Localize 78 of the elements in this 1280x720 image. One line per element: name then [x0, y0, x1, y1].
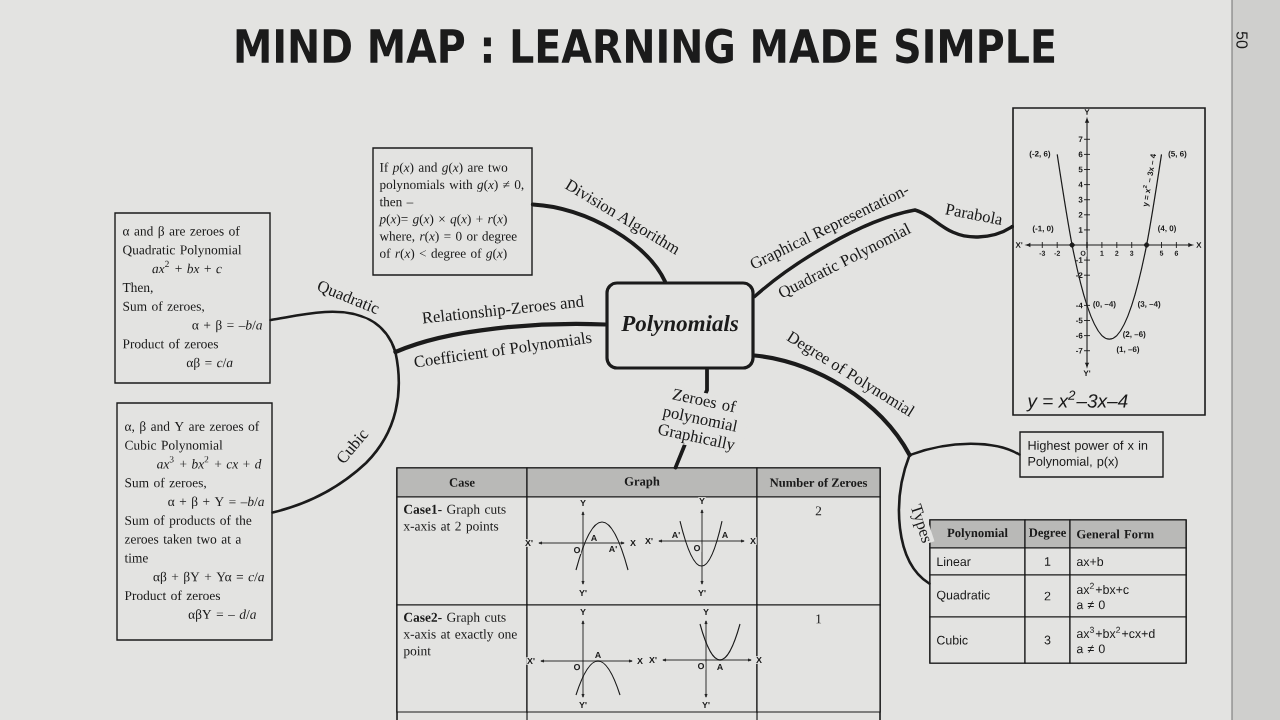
- text: X': [1015, 242, 1023, 248]
- axis-letter: A': [608, 545, 619, 553]
- annotation: (-2, 6): [1029, 150, 1051, 159]
- branch-line: [269, 310, 397, 354]
- text: y = x$^{2}$ – 3x – 4: [1142, 154, 1156, 207]
- branch-label: Relationship-Zeroes and: [421, 295, 585, 324]
- y-tick-label: -7: [1076, 347, 1083, 354]
- annotation: (1, –6): [1116, 346, 1140, 354]
- axis-letter: X: [749, 537, 757, 545]
- axis-letter: Y: [698, 497, 706, 505]
- annotation: (0, –4): [1093, 300, 1116, 309]
- y-tick-label: 5: [1078, 166, 1083, 173]
- branch-line: [393, 321, 608, 355]
- formula-box: α and β are zeroes of Quadratic Polynomial ax$^{2}$ + bx + c Then, Sum of zeroes, α + β = –b/a Product of zeroes αβ = c/a: [114, 212, 271, 384]
- axis-letter: X': [648, 656, 658, 664]
- axis-letter: Y: [702, 608, 710, 616]
- y-tick-label: 1: [1078, 227, 1083, 233]
- table-cell: 3: [1024, 616, 1071, 664]
- y-axis-title: Y: [1084, 109, 1090, 115]
- axis-letter: X': [526, 657, 536, 665]
- axis-letter: X': [644, 537, 654, 545]
- branch-line: [271, 350, 401, 514]
- text-box: If p(x) and g(x) are two polynomials with g(x) ≠ 0, then – p(x)= g(x) × q(x) + r(x) where, r(x) = 0 or degree of r(x) < degree of g(x): [372, 147, 533, 276]
- axis-letter: Y': [701, 701, 711, 709]
- header-cell: Case: [396, 467, 528, 498]
- branch-label: Coefficient of Polynomials: [414, 332, 592, 367]
- edge-label: Parabola: [943, 201, 1006, 227]
- annotation: (2, –6): [1123, 331, 1146, 339]
- y-tick-label: 6: [1078, 151, 1083, 158]
- table-cell: Case2- Graph cuts x-axis at exactly one point: [396, 604, 528, 713]
- axis-letter: A: [590, 534, 598, 542]
- axis-letter: Y': [578, 701, 588, 709]
- header-cell: Graph: [526, 467, 758, 498]
- y-tick-label: -5: [1076, 317, 1083, 324]
- text-box: Highest power of x in Polynomial, p(x): [1019, 431, 1164, 478]
- axis-letter: A: [716, 663, 724, 671]
- axis-letter: Y': [697, 589, 707, 597]
- y-tick-label: 2: [1078, 212, 1083, 218]
- axis-letter: A: [721, 531, 729, 539]
- y-tick-label: 3: [1078, 196, 1083, 203]
- axis-letter: A': [671, 531, 682, 539]
- page-number: 50: [1236, 31, 1248, 49]
- table-cell: 2: [756, 496, 881, 606]
- header-cell: Number of Zeroes: [756, 467, 881, 498]
- axis-letter: X: [629, 539, 637, 547]
- axis-letter: Y': [578, 589, 588, 597]
- title: MIND MAP : LEARNING MADE SIMPLE: [236, 28, 1055, 64]
- formula-box: α, β and Υ are zeroes of Cubic Polynomial ax$^{3}$ + bx$^{2}$ + cx + d Sum of zeroes, α + β + Υ = –b/a Sum of products of the zeroes taken two at a time αβ + βΥ + Υα = c/a Product of zeroes αβΥ = – d/a: [116, 402, 273, 641]
- y-tick-label: -6: [1076, 332, 1083, 339]
- annotation: (3, –4): [1137, 300, 1161, 309]
- branch-line: [897, 453, 931, 585]
- y-tick-label: -1: [1076, 257, 1083, 263]
- branch-line: [530, 202, 667, 284]
- edge-label: Types: [905, 501, 935, 547]
- axis-letter: A: [594, 651, 602, 659]
- axis-letter: O: [692, 544, 702, 552]
- branch-line: [908, 442, 1021, 457]
- axis-letter: X: [636, 657, 644, 665]
- x-axis-title: X: [1196, 242, 1202, 248]
- axis-letter: Y: [579, 608, 587, 616]
- axis-letter: O: [572, 546, 582, 554]
- axis-letter: X': [524, 539, 534, 547]
- axis-letter: X: [755, 656, 763, 664]
- axis-letter: Y: [579, 499, 587, 507]
- y-tick-label: 4: [1078, 181, 1083, 188]
- y-tick-label: 7: [1078, 136, 1083, 143]
- axis-letter: O: [696, 662, 706, 670]
- y-tick-label: -4: [1076, 302, 1083, 309]
- branch-line: [752, 353, 912, 458]
- text: Y': [1083, 370, 1091, 377]
- branch-line: [752, 208, 1014, 299]
- table-cell: 2: [1024, 574, 1071, 618]
- header-cell: Degree: [1024, 519, 1071, 549]
- annotation: (5, 6): [1168, 150, 1187, 159]
- topic-box: Polynomials: [605, 281, 755, 370]
- axis-letter: O: [572, 663, 582, 671]
- annotation: (4, 0): [1158, 225, 1176, 233]
- annotation: (-1, 0): [1032, 225, 1054, 233]
